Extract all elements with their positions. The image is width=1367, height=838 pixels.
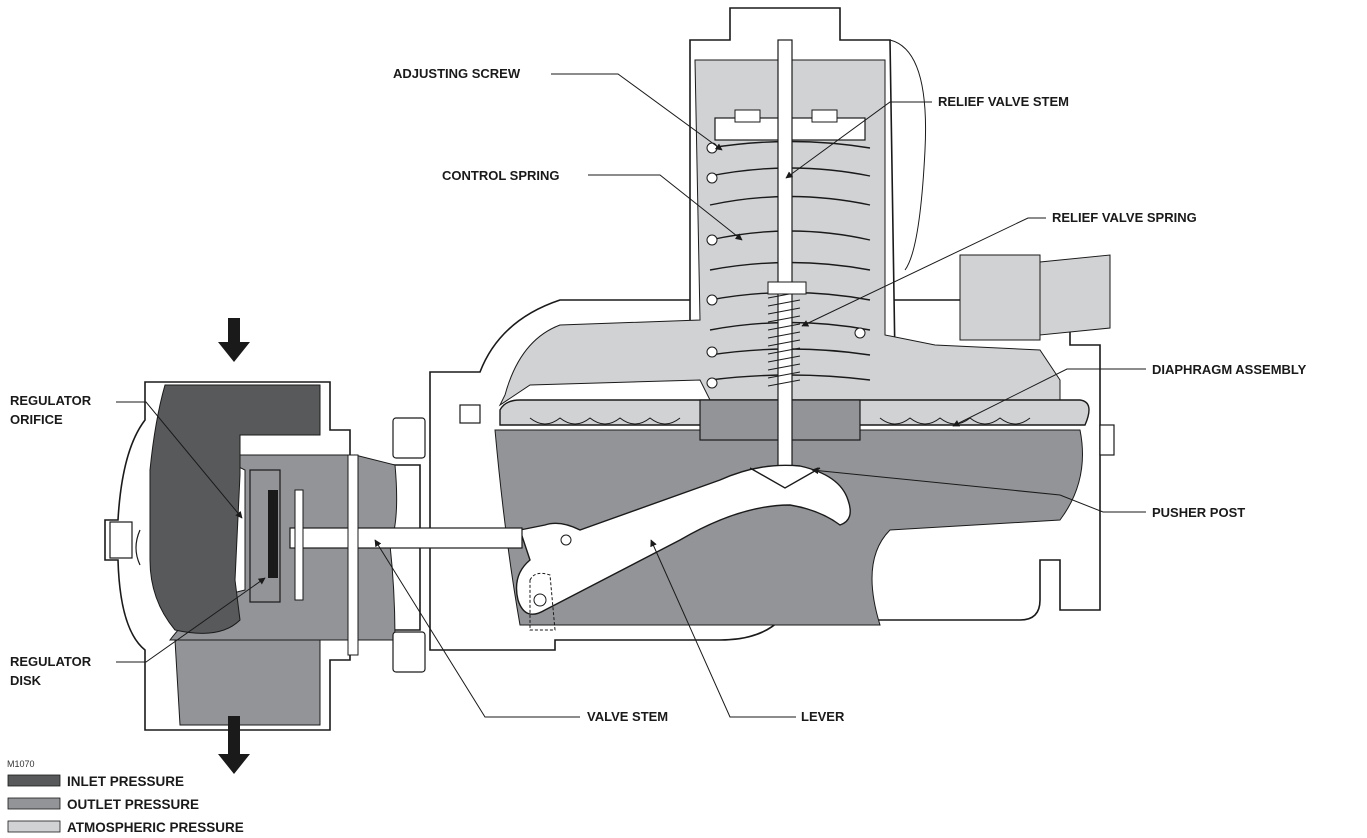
lever-shape xyxy=(515,464,851,615)
legend-swatch-atmospheric xyxy=(7,820,61,833)
inlet-flow-arrow-icon xyxy=(218,318,250,362)
label-regulator-orifice-line1: REGULATOR xyxy=(10,393,92,408)
label-pusher-post: PUSHER POST xyxy=(1152,505,1245,520)
label-control-spring: CONTROL SPRING xyxy=(442,168,560,183)
label-relief-valve-spring: RELIEF VALVE SPRING xyxy=(1052,210,1197,225)
label-adjusting-screw: ADJUSTING SCREW xyxy=(393,66,521,81)
outlet-chamber xyxy=(494,429,1083,626)
label-regulator-disk-line1: REGULATOR xyxy=(10,654,92,669)
label-lever: LEVER xyxy=(801,709,845,724)
legend-swatch-inlet xyxy=(7,774,61,787)
legend-label-atmospheric: ATMOSPHERIC PRESSURE xyxy=(67,820,244,835)
callout-leaders xyxy=(116,73,1146,718)
legend-swatch-outlet xyxy=(7,797,61,810)
legend: INLET PRESSURE OUTLET PRESSURE ATMOSPHER… xyxy=(7,774,244,835)
regulator-body xyxy=(104,7,1115,731)
outlet-flow-arrow-icon xyxy=(218,716,250,774)
label-valve-stem: VALVE STEM xyxy=(587,709,668,724)
legend-label-outlet: OUTLET PRESSURE xyxy=(67,797,199,812)
figure-code: M1070 xyxy=(7,759,35,769)
label-relief-valve-stem: RELIEF VALVE STEM xyxy=(938,94,1069,109)
legend-label-inlet: INLET PRESSURE xyxy=(67,774,184,789)
label-regulator-orifice-line2: ORIFICE xyxy=(10,412,63,427)
label-regulator-disk-line2: DISK xyxy=(10,673,42,688)
label-diaphragm-assembly: DIAPHRAGM ASSEMBLY xyxy=(1152,362,1307,377)
